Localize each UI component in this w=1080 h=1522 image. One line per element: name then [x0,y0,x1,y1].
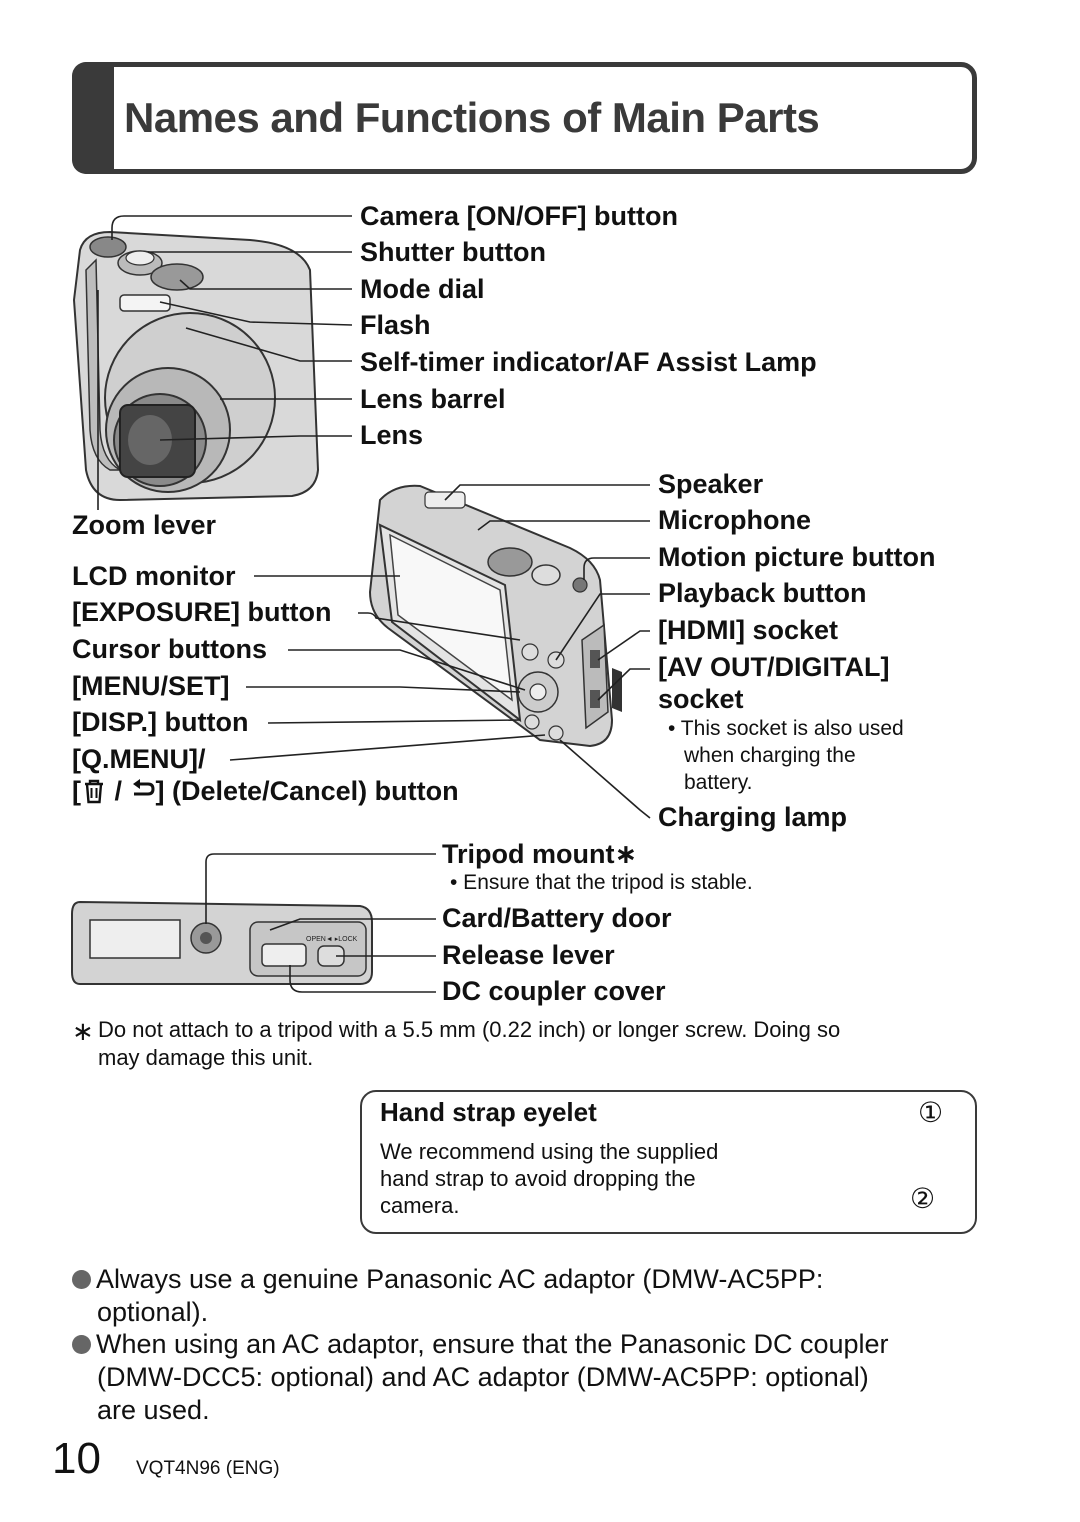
label-tripod-mount: Tripod mount∗ [442,839,638,869]
hand-strap-title: Hand strap eyelet [380,1097,597,1127]
title-frame [72,62,977,174]
bottom-leader-lines [205,853,436,993]
front-camera-illustration [72,230,320,502]
label-motion-picture-button: Motion picture button [658,542,936,572]
label-camera-on-off-button: Camera [ON/OFF] button [360,201,678,231]
label-av-out-digital: [AV OUT/DIGITAL] [658,652,890,682]
bullet-1-line-1: Always use a genuine Panasonic AC adapto… [72,1263,823,1296]
tripod-note: • Ensure that the tripod is stable. [450,871,753,894]
bullet-dot [72,1270,91,1289]
footnote-line-2: may damage this unit. [98,1045,314,1070]
label-delete-cancel-button: [ / ] (Delete/Cancel) button [72,776,459,807]
bullet-1-text: Always use a genuine Panasonic AC adapto… [96,1264,824,1294]
label-cursor-buttons: Cursor buttons [72,634,267,664]
return-arrow-icon [132,779,155,796]
label-playback-button: Playback button [658,578,867,608]
page-title: Names and Functions of Main Parts [124,94,820,141]
label-q-menu: [Q.MENU]/ [72,744,206,774]
delete-cancel-suffix: ] (Delete/Cancel) button [155,776,459,806]
label-exposure-button: [EXPOSURE] button [72,597,332,627]
label-lens-barrel: Lens barrel [360,384,506,414]
back-camera-illustration [368,484,622,748]
open-lock-marking: OPEN◄ ▸LOCK [306,936,358,943]
label-hdmi-socket: [HDMI] socket [658,615,839,645]
label-zoom-lever: Zoom lever [72,510,217,540]
hand-strap-line-2: hand strap to avoid dropping the [380,1166,696,1191]
hand-strap-line-1: We recommend using the supplied [380,1139,719,1164]
bottom-camera-illustration: OPEN◄ ▸LOCK [71,900,373,985]
back-leader-lines [229,484,651,819]
label-microphone: Microphone [658,505,811,535]
bullet-1-line-2: optional). [97,1297,209,1327]
strap-step-2: ② [910,1183,936,1214]
label-mode-dial: Mode dial [360,274,485,304]
front-leader-lines [97,215,353,510]
label-shutter-button: Shutter button [360,237,546,267]
label-av-out-socket: socket [658,684,744,714]
footnote-mark: ∗ [72,1016,94,1046]
hand-strap-box [360,1090,977,1234]
label-dc-coupler-cover: DC coupler cover [442,976,666,1006]
trash-icon [85,779,103,804]
label-charging-lamp: Charging lamp [658,802,848,832]
delete-cancel-bracket-open: [ [72,776,81,806]
label-flash: Flash [360,310,431,340]
bullet-2-text: When using an AC adaptor, ensure that th… [96,1329,889,1359]
av-note-line-3: battery. [684,771,753,794]
label-disp-button: [DISP.] button [72,707,249,737]
bullet-2-line-2: (DMW-DCC5: optional) and AC adaptor (DMW… [97,1362,869,1392]
bullet-2-line-1: When using an AC adaptor, ensure that th… [72,1328,889,1361]
bullet-2-line-3: are used. [97,1395,210,1425]
label-speaker: Speaker [658,469,764,499]
label-release-lever: Release lever [442,940,615,970]
label-lens: Lens [360,420,424,450]
av-note-line-1: • This socket is also used [668,717,904,740]
label-lcd-monitor: LCD monitor [72,561,236,591]
hand-strap-line-3: camera. [380,1193,460,1218]
page-number: 10 [52,1434,101,1483]
label-card-battery-door: Card/Battery door [442,903,672,933]
label-menu-set: [MENU/SET] [72,671,230,701]
av-note-line-2: when charging the [684,744,856,767]
title-accent-bar [72,62,114,174]
strap-step-1: ① [918,1097,944,1128]
document-code: VQT4N96 (ENG) [136,1458,280,1479]
bullet-dot [72,1335,91,1354]
delete-cancel-slash: / [114,776,123,806]
label-self-timer-indicator: Self-timer indicator/AF Assist Lamp [360,347,817,377]
footnote-line-1: Do not attach to a tripod with a 5.5 mm … [98,1017,841,1042]
